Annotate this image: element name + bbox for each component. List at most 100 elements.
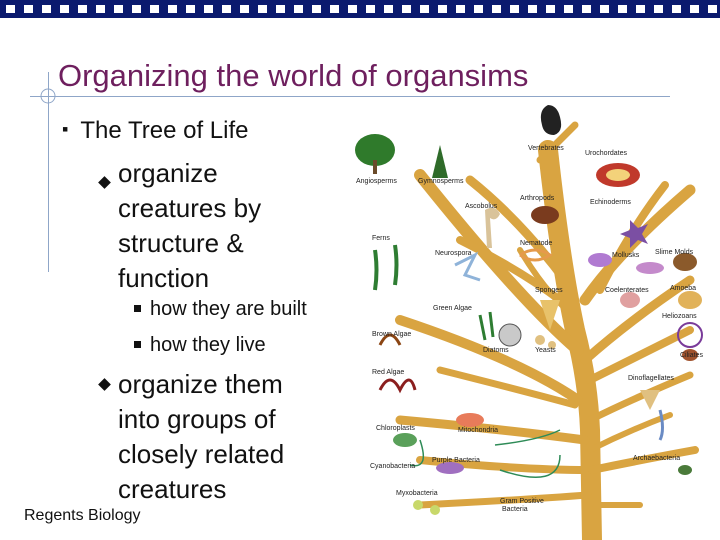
bar-square [348, 5, 357, 13]
bar-square [546, 5, 555, 13]
bar-square [384, 5, 393, 13]
sub-bullet-groups: organize them into groups of closely rel… [118, 367, 358, 507]
bar-square [438, 5, 447, 13]
bar-square [690, 5, 699, 13]
sub-bullet-line: organize [118, 158, 218, 188]
decorative-vertical-line [48, 72, 49, 272]
bar-square [96, 5, 105, 13]
label-yeasts: Yeasts [535, 347, 556, 354]
bar-square [708, 5, 717, 13]
green-arrows [409, 429, 561, 478]
tree-of-life-illustration: Vertebrates Urochordates Angiosperms Gym… [355, 105, 703, 540]
label-echinoderms: Echinoderms [590, 199, 631, 206]
label-green-algae: Green Algae [433, 305, 472, 312]
bar-square [456, 5, 465, 13]
bar-square [528, 5, 537, 13]
small-square-bullet-icon [134, 341, 141, 348]
bar-square [204, 5, 213, 13]
label-arthropods: Arthropods [520, 195, 555, 202]
label-ferns: Ferns [372, 235, 390, 242]
bullet-text: The Tree of Life [80, 117, 249, 144]
tree-labels: Vertebrates Urochordates Angiosperms Gym… [356, 145, 703, 513]
bar-square [186, 5, 195, 13]
square-bullet-icon: ▪ [62, 119, 69, 139]
label-purple-bacteria: Purple Bacteria [432, 457, 480, 464]
sub-bullet-line: creatures by [118, 193, 262, 223]
label-ciliates: Ciliates [680, 352, 703, 359]
label-heliozoans: Heliozoans [662, 313, 697, 320]
bar-square [24, 5, 33, 13]
bar-square [222, 5, 231, 13]
label-ascobolus: Ascobolus [465, 203, 498, 210]
bar-square [78, 5, 87, 13]
bar-square [132, 5, 141, 13]
label-mollusks: Mollusks [612, 252, 640, 259]
bar-square [654, 5, 663, 13]
label-mitochondria: Mitochondria [458, 427, 498, 434]
top-bar [0, 0, 720, 18]
sub-bullet-line: creatures [118, 474, 227, 504]
bar-square [366, 5, 375, 13]
organism-illustrations [355, 105, 703, 515]
label-slime-molds: Slime Molds [655, 249, 694, 256]
bar-square [150, 5, 159, 13]
bar-square [492, 5, 501, 13]
subsub-text: how they are built [150, 298, 307, 320]
bar-square [240, 5, 249, 13]
bar-square [420, 5, 429, 13]
label-nematode: Nematode [520, 240, 552, 247]
bar-square [510, 5, 519, 13]
sub-bullet-organize: organize creatures by structure & functi… [118, 156, 358, 296]
tree-trunk [395, 121, 699, 540]
label-neurospora: Neurospora [435, 250, 472, 257]
subsub-text: how they live [150, 334, 266, 356]
label-archaebacteria: Archaebacteria [633, 455, 680, 462]
bar-square [636, 5, 645, 13]
label-vertebrates: Vertebrates [528, 145, 564, 152]
bar-square [600, 5, 609, 13]
label-diatoms: Diatoms [483, 347, 509, 354]
label-dinoflagellates: Dinoflagellates [628, 375, 674, 382]
bar-square [276, 5, 285, 13]
bar-square [672, 5, 681, 13]
label-cyanobacteria: Cyanobacteria [370, 463, 415, 470]
label-sponges: Sponges [535, 287, 563, 294]
bar-square [582, 5, 591, 13]
bar-square [330, 5, 339, 13]
sub-bullet-line: structure & [118, 228, 244, 258]
bar-square [402, 5, 411, 13]
bar-square [42, 5, 51, 13]
bar-square [258, 5, 267, 13]
bar-square [114, 5, 123, 13]
label-chloroplasts: Chloroplasts [376, 425, 415, 432]
bar-square [6, 5, 15, 13]
slide-title: Organizing the world of organsims [58, 58, 529, 93]
diamond-bullet-icon [98, 176, 111, 189]
label-gram-positive: Gram Positive [500, 498, 544, 505]
bar-square [564, 5, 573, 13]
label-angiosperms: Angiosperms [356, 178, 397, 185]
label-urochordates: Urochordates [585, 150, 628, 157]
sub-bullet-line: function [118, 263, 210, 293]
subsub-bullet-built: how they are built [134, 298, 307, 321]
diamond-bullet-icon [98, 378, 111, 391]
label-bacteria: Bacteria [502, 506, 528, 513]
sub-bullet-line: organize them [118, 369, 283, 399]
bar-square [312, 5, 321, 13]
sub-bullet-line: closely related [118, 439, 285, 469]
label-brown-algae: Brown Algae [372, 331, 411, 338]
label-amoeba: Amoeba [670, 285, 696, 292]
decorative-horizontal-line [30, 96, 670, 97]
label-myxobacteria: Myxobacteria [396, 490, 438, 497]
small-square-bullet-icon [134, 305, 141, 312]
subsub-bullet-live: how they live [134, 334, 266, 357]
footer-label: Regents Biology [24, 507, 141, 524]
bullet-tree-of-life: ▪ The Tree of Life [62, 117, 248, 145]
crosshair-icon [40, 88, 56, 104]
sub-bullet-line: into groups of [118, 404, 276, 434]
bar-square [168, 5, 177, 13]
bar-square [60, 5, 69, 13]
bar-square [294, 5, 303, 13]
bar-square [474, 5, 483, 13]
label-gymnosperms: Gymnosperms [418, 178, 464, 185]
